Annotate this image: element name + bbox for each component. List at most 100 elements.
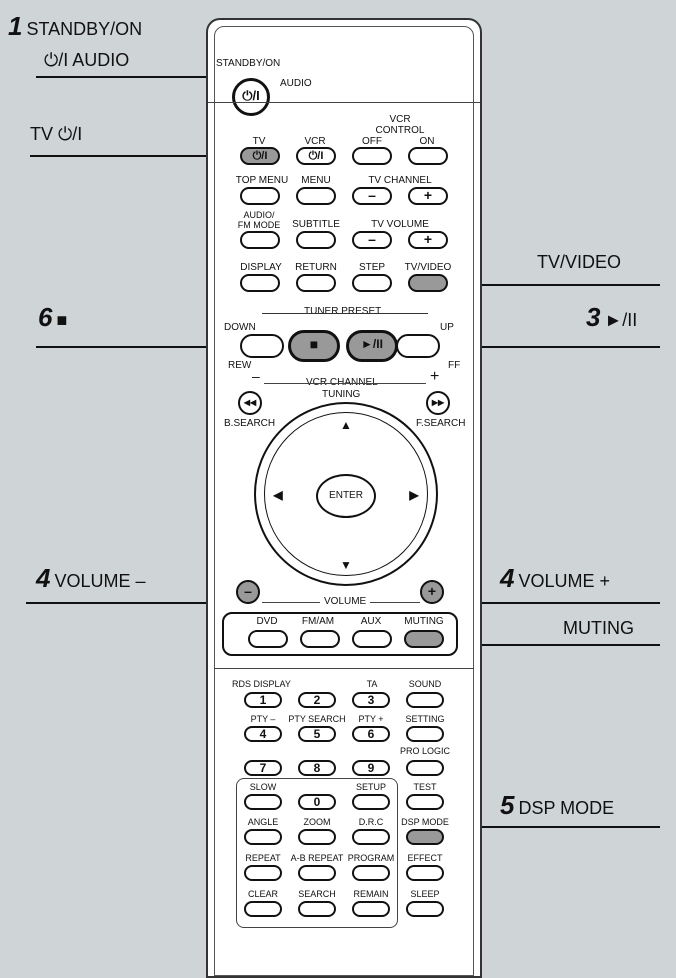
vcr-off-button[interactable] <box>352 147 392 165</box>
digit-3-button[interactable] <box>352 692 390 708</box>
program-label: PROGRAM <box>347 853 395 863</box>
digit-9-button[interactable] <box>352 760 390 776</box>
volume-up-button[interactable] <box>420 580 444 604</box>
down-label: DOWN <box>224 322 256 333</box>
audio-fm-mode-label: AUDIO/ FM MODE <box>237 210 281 230</box>
tv-video-label: TV/VIDEO <box>404 262 452 273</box>
step-label: STEP <box>358 262 386 273</box>
on-label: ON <box>419 136 435 147</box>
setup-button[interactable] <box>352 794 390 810</box>
tv-channel-plus-button[interactable] <box>408 187 448 205</box>
digit-8: 8 <box>313 761 321 775</box>
drc-button[interactable] <box>352 829 390 845</box>
vcr-channel-label: VCR CHANNEL <box>306 377 378 388</box>
b-search-label: B.SEARCH <box>224 418 276 429</box>
setting-button[interactable] <box>406 726 444 742</box>
tv-video-button[interactable] <box>408 274 448 292</box>
search-button[interactable] <box>298 901 336 917</box>
dsp-mode-button[interactable] <box>406 829 444 845</box>
subtitle-button[interactable] <box>296 231 336 249</box>
test-button[interactable] <box>406 794 444 810</box>
menu-label: MENU <box>301 175 331 186</box>
vcr-label: VCR <box>304 136 326 147</box>
slow-button[interactable] <box>244 794 282 810</box>
play-pause-button[interactable] <box>346 330 398 362</box>
ff-label: FF <box>448 360 461 371</box>
vcr-on-button[interactable] <box>408 147 448 165</box>
display-button[interactable] <box>240 274 280 292</box>
remain-button[interactable] <box>352 901 390 917</box>
pty-plus-label: PTY + <box>358 714 384 724</box>
ab-repeat-button[interactable] <box>298 865 336 881</box>
tv-volume-minus-button[interactable] <box>352 231 392 249</box>
dsp-mode-label: DSP MODE <box>401 817 449 827</box>
digit-7-button[interactable] <box>244 760 282 776</box>
ff-button[interactable] <box>396 334 440 358</box>
pro-logic-button[interactable] <box>406 760 444 776</box>
tv-channel-plus-icon: + <box>423 187 433 203</box>
sound-button[interactable] <box>406 692 444 708</box>
dvd-button[interactable] <box>248 630 288 648</box>
repeat-button[interactable] <box>244 865 282 881</box>
tv-volume-minus-icon: – <box>368 231 376 247</box>
return-button[interactable] <box>296 274 336 292</box>
clear-button[interactable] <box>244 901 282 917</box>
callout-play: 3►/II <box>586 302 638 332</box>
return-label: RETURN <box>295 262 337 273</box>
right-arrow-icon[interactable]: ▶ <box>409 488 419 502</box>
digit-7: 7 <box>259 761 267 775</box>
aux-button[interactable] <box>352 630 392 648</box>
step-button[interactable] <box>352 274 392 292</box>
volume-up-icon: + <box>427 583 437 599</box>
stop-button[interactable] <box>288 330 340 362</box>
digit-5-button[interactable] <box>298 726 336 742</box>
callout-standby-audio: ⏻/I AUDIO <box>44 50 130 70</box>
rew-button[interactable] <box>240 334 284 358</box>
remain-label: REMAIN <box>353 889 389 899</box>
digit-6-button[interactable] <box>352 726 390 742</box>
program-button[interactable] <box>352 865 390 881</box>
digit-9: 9 <box>367 761 375 775</box>
standby-power-icon: ⏻/I <box>242 88 260 103</box>
left-arrow-icon[interactable]: ◀ <box>273 488 283 502</box>
muting-button[interactable] <box>404 630 444 648</box>
sleep-button[interactable] <box>406 901 444 917</box>
tv-volume-plus-icon: + <box>423 231 433 247</box>
angle-label: ANGLE <box>247 817 279 827</box>
effect-button[interactable] <box>406 865 444 881</box>
enter-button[interactable] <box>316 474 376 518</box>
top-menu-button[interactable] <box>240 187 280 205</box>
audio-fm-mode-button[interactable] <box>240 231 280 249</box>
tv-volume-plus-button[interactable] <box>408 231 448 249</box>
standby-power-button[interactable] <box>232 78 270 116</box>
tuner-preset-bracket <box>262 313 428 314</box>
digit-0-button[interactable] <box>298 794 336 810</box>
vcr-control-label: VCR CONTROL <box>375 114 425 136</box>
digit-4-button[interactable] <box>244 726 282 742</box>
up-arrow-icon[interactable]: ▲ <box>340 418 352 432</box>
clear-label: CLEAR <box>247 889 279 899</box>
digit-1-button[interactable] <box>244 692 282 708</box>
repeat-label: REPEAT <box>245 853 281 863</box>
leader-volume-down <box>26 602 246 604</box>
playback-group-frame <box>236 778 398 928</box>
digit-2-button[interactable] <box>298 692 336 708</box>
b-search-button[interactable] <box>238 391 262 415</box>
f-search-button[interactable] <box>426 391 450 415</box>
tv-channel-label: TV CHANNEL <box>368 175 432 186</box>
volume-down-button[interactable] <box>236 580 260 604</box>
zoom-button[interactable] <box>298 829 336 845</box>
stop-icon: ■ <box>309 336 319 352</box>
vcr-power-button[interactable] <box>296 147 336 165</box>
digit-1: 1 <box>259 693 267 707</box>
tv-power-button[interactable] <box>240 147 280 165</box>
aux-label: AUX <box>360 616 382 627</box>
angle-button[interactable] <box>244 829 282 845</box>
divider-top <box>208 102 480 103</box>
digit-8-button[interactable] <box>298 760 336 776</box>
fm-am-button[interactable] <box>300 630 340 648</box>
tv-channel-minus-button[interactable] <box>352 187 392 205</box>
down-arrow-icon[interactable]: ▼ <box>340 558 352 572</box>
menu-button[interactable] <box>296 187 336 205</box>
